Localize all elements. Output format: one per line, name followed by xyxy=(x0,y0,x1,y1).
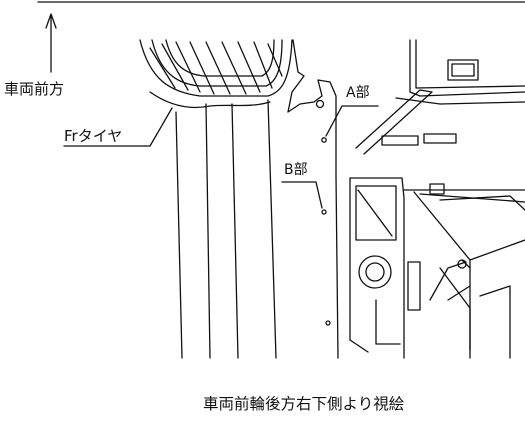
grommet-inner xyxy=(365,262,385,282)
front-tire-label: Frタイヤ xyxy=(64,127,123,145)
front-tire-leader xyxy=(63,107,173,147)
vehicle-front-label: 車両前方 xyxy=(4,80,65,98)
mud-strips xyxy=(175,99,277,359)
upper-right-structure xyxy=(355,39,525,155)
part-b-label: B部 xyxy=(284,162,308,178)
front-tire xyxy=(139,39,293,109)
bolt xyxy=(457,259,467,269)
slot-left xyxy=(381,135,419,146)
point-b-hole xyxy=(321,209,327,215)
front-direction-arrow xyxy=(45,13,57,73)
view-caption: 車両前輪後方右下側より視絵 xyxy=(203,395,405,413)
panel-hole-lower xyxy=(325,320,331,326)
part-a-leader xyxy=(325,105,379,137)
grommet-outer xyxy=(358,255,392,289)
fender-panel xyxy=(287,39,339,359)
point-a-hole xyxy=(321,137,327,143)
slot-right xyxy=(423,133,457,144)
panel-hole-upper xyxy=(315,99,325,109)
lower-right-frame xyxy=(349,177,525,359)
part-a-label: A部 xyxy=(346,85,370,101)
part-b-leader xyxy=(281,181,323,209)
